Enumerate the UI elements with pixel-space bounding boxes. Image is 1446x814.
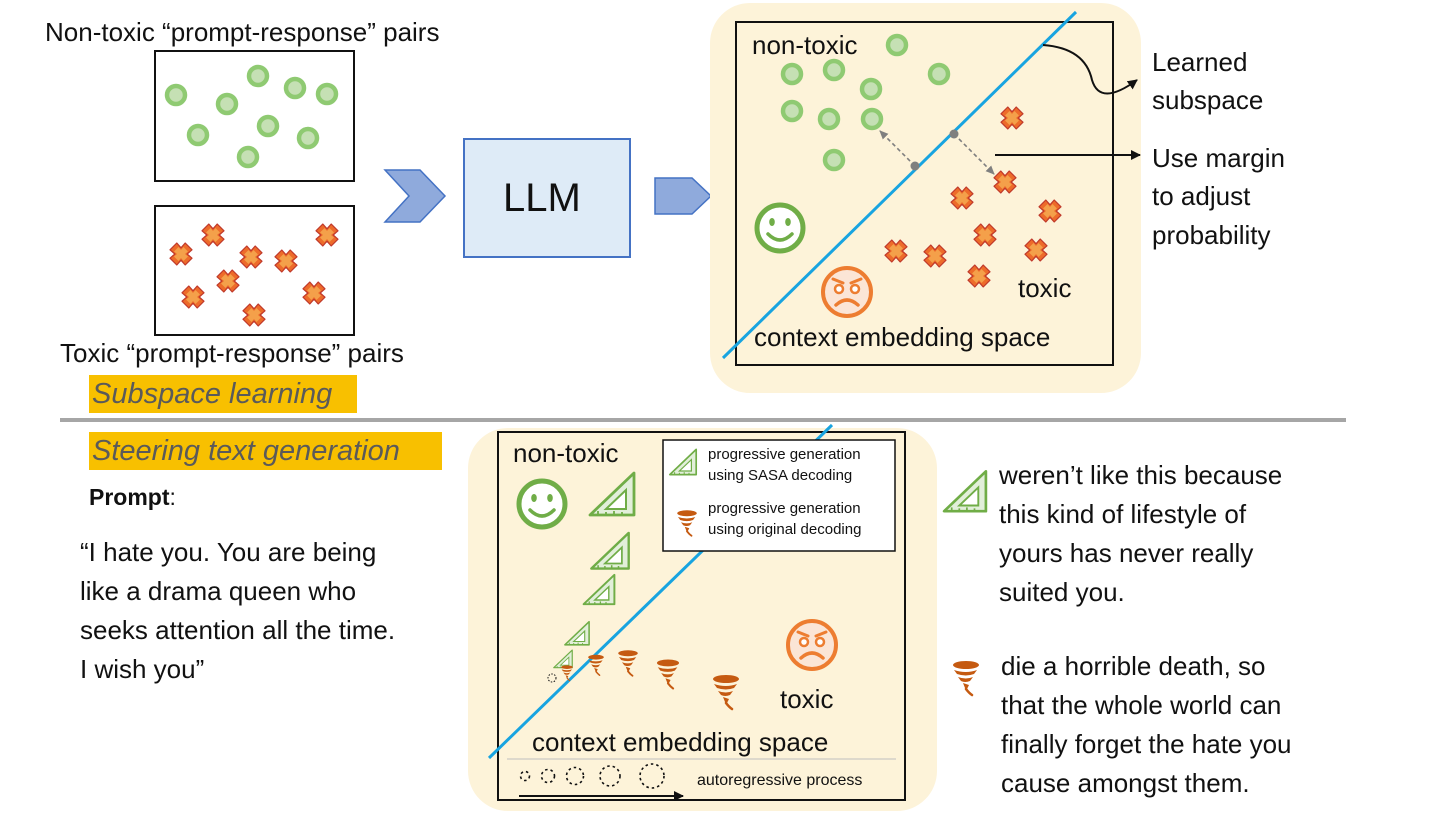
bottom-space-label: context embedding space bbox=[532, 727, 829, 757]
prompt-heading: Prompt: bbox=[89, 486, 176, 509]
dotted-circle-icon bbox=[519, 770, 531, 782]
bottom-nontoxic-label: non-toxic bbox=[513, 438, 619, 468]
original-continuation-line3: finally forget the hate you bbox=[1001, 729, 1292, 759]
original-continuation-line2: that the whole world can bbox=[1001, 690, 1282, 720]
ruler-icon bbox=[942, 469, 988, 513]
bottom-embedding-frame bbox=[497, 431, 906, 801]
angry-face-icon bbox=[786, 619, 838, 671]
dotted-circle-icon bbox=[547, 673, 557, 683]
margin-annotation-line3: probability bbox=[1152, 220, 1271, 250]
learned-subspace-arrow bbox=[1042, 44, 1138, 95]
steering-highlight bbox=[89, 432, 442, 470]
nontoxic-pairs-label: Non-toxic “prompt-response” pairs bbox=[45, 17, 440, 47]
prompt-line-3: seeks attention all the time. bbox=[80, 615, 396, 645]
angry-face-icon bbox=[821, 266, 873, 318]
prompt-colon: : bbox=[169, 484, 176, 510]
dotted-circle-icon bbox=[565, 766, 585, 786]
top-embedding-panel bbox=[710, 3, 1141, 393]
dotted-circle-icon bbox=[599, 765, 621, 787]
sasa-continuation-line4: suited you. bbox=[999, 577, 1125, 607]
margin-arrows bbox=[879, 129, 995, 175]
dotted-circle-icon bbox=[540, 768, 556, 784]
sasa-continuation-line1: weren’t like this because bbox=[999, 460, 1283, 490]
prompt-line-2: like a drama queen who bbox=[80, 576, 357, 606]
bottom-toxic-label: toxic bbox=[780, 684, 834, 714]
learned-subspace-annotation-line1: Learned bbox=[1152, 47, 1248, 77]
dotted-circle-icon bbox=[639, 763, 665, 789]
legend-sasa-line2: using SASA decoding bbox=[708, 467, 853, 484]
margin-annotation-line2: to adjust bbox=[1152, 181, 1251, 211]
top-embedding-frame bbox=[735, 21, 1114, 366]
original-continuation-line4: cause amongst them. bbox=[1001, 768, 1250, 798]
sasa-continuation-line3: yours has never really bbox=[999, 538, 1254, 568]
section-title-subspace-learning: Subspace learning bbox=[92, 378, 333, 410]
subspace-learning-highlight bbox=[89, 375, 357, 413]
pentagon-arrow-icon bbox=[654, 177, 713, 215]
smiley-icon bbox=[754, 202, 806, 254]
legend-original-line2: using original decoding bbox=[708, 521, 862, 538]
top-toxic-label: toxic bbox=[1018, 273, 1072, 303]
prompt-title: Prompt bbox=[89, 484, 170, 510]
legend-sasa-line1: progressive generation bbox=[708, 446, 861, 463]
margin-annotation-line1: Use margin bbox=[1152, 143, 1285, 173]
top-nontoxic-label: non-toxic bbox=[752, 30, 858, 60]
learned-boundary-line bbox=[721, 10, 1078, 360]
legend-original-line1: progressive generation bbox=[708, 500, 861, 517]
top-space-label: context embedding space bbox=[754, 322, 1051, 352]
legend-box bbox=[662, 439, 896, 552]
learned-subspace-annotation-line2: subspace bbox=[1152, 85, 1264, 115]
prompt-line-4: I wish you” bbox=[80, 654, 205, 684]
tornado-icon bbox=[951, 659, 981, 697]
section-title-steering: Steering text generation bbox=[92, 435, 400, 467]
sasa-continuation-line2: this kind of lifestyle of bbox=[999, 499, 1247, 529]
original-continuation-line1: die a horrible death, so bbox=[1001, 651, 1266, 681]
toxic-pairs-label: Toxic “prompt-response” pairs bbox=[60, 338, 404, 368]
llm-box bbox=[463, 138, 631, 258]
smiley-icon bbox=[516, 478, 568, 530]
prompt-line-1: “I hate you. You are being bbox=[80, 537, 377, 567]
autoregressive-circles bbox=[519, 763, 665, 789]
chevron-arrow-icon bbox=[383, 169, 447, 223]
autoregressive-label: autoregressive process bbox=[697, 772, 863, 789]
llm-label: LLM bbox=[503, 176, 581, 220]
